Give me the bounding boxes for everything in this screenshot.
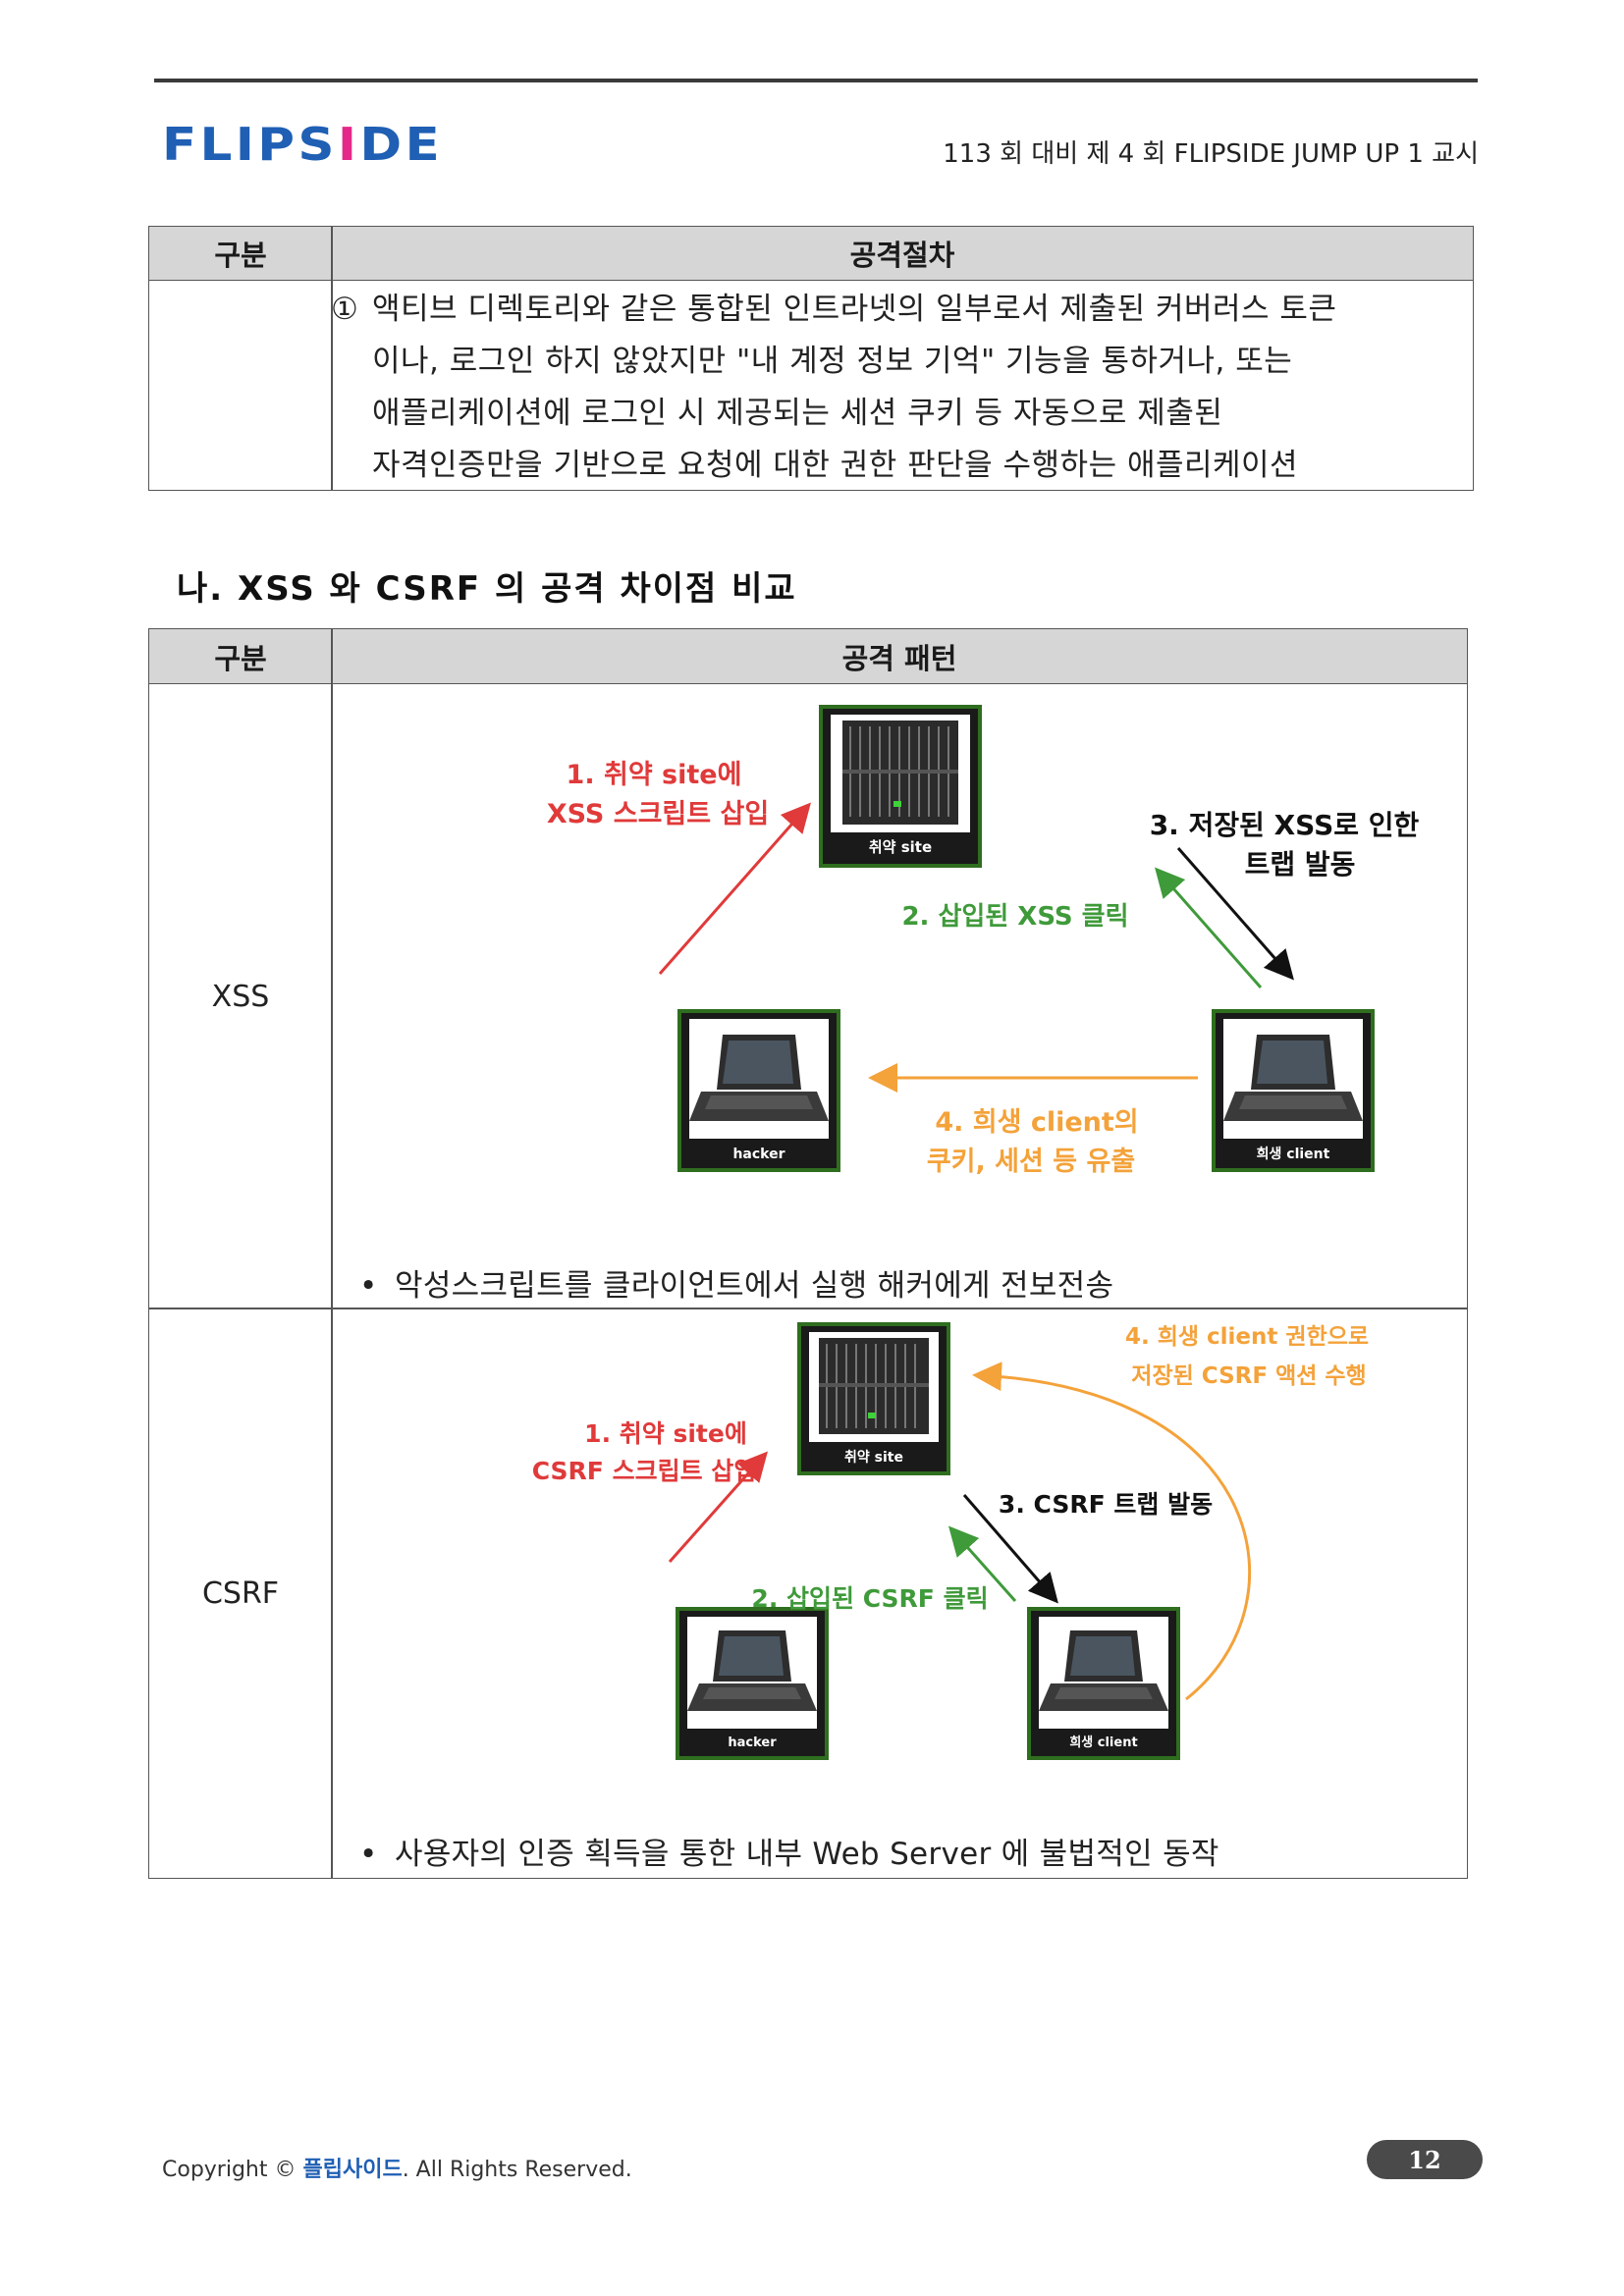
step3-label: 3. 저장된 XSS로 인한 xyxy=(1150,809,1420,841)
row-label-xss: XSS xyxy=(211,979,270,1014)
table-header-category: 구분 xyxy=(149,227,332,281)
copyright-notice: Copyright © 플립사이드. All Rights Reserved. xyxy=(162,2158,632,2182)
section-heading: 나. XSS 와 CSRF 의 공격 차이점 비교 xyxy=(177,569,797,609)
column-divider xyxy=(331,629,333,1878)
step4-label: 쿠키, 세션 등 유출 xyxy=(927,1147,1135,1177)
procedure-line: 이나, 로그인 하지 않았지만 "내 계정 정보 기억" 기능을 통하거나, 또… xyxy=(372,344,1293,379)
arrow-icon xyxy=(972,1362,1252,1701)
laptop-icon xyxy=(676,1607,829,1760)
table-header-category: 구분 xyxy=(149,629,332,684)
step2-label: 2. 삽입된 XSS 클릭 xyxy=(901,902,1128,932)
procedure-line: 애플리케이션에 로그인 시 제공되는 세션 쿠키 등 자동으로 제출된 xyxy=(372,396,1223,431)
step4-label: 저장된 CSRF 액션 수행 xyxy=(1131,1363,1366,1389)
column-divider xyxy=(331,227,333,490)
step4-label: 4. 희생 client의 xyxy=(935,1107,1138,1138)
page-number: 12 xyxy=(1367,2140,1483,2179)
step3-label: 트랩 발동 xyxy=(1245,848,1356,881)
step1-label: XSS 스크립트 삽입 xyxy=(547,799,769,829)
server-rack-icon xyxy=(819,705,982,868)
arrow-icon xyxy=(1155,867,1263,988)
item-marker: ① xyxy=(331,292,359,327)
arrow-icon xyxy=(962,1494,1058,1604)
table-header-procedure: 공격절차 xyxy=(332,227,1473,281)
table-header-pattern: 공격 패턴 xyxy=(332,629,1467,684)
step1-label: CSRF 스크립트 삽입 xyxy=(532,1457,757,1485)
arrow-icon xyxy=(658,802,811,975)
procedure-line: 자격인증만을 기반으로 요청에 대한 권한 판단을 수행하는 애플리케이션 xyxy=(372,448,1299,483)
attack-pattern-table: 구분 공격 패턴 XSS CSRF 취약 site xyxy=(148,628,1468,1879)
laptop-icon xyxy=(1027,1607,1180,1760)
row-label-csrf: CSRF xyxy=(201,1575,280,1611)
document-title: 113 회 대비 제 4 회 FLIPSIDE JUMP UP 1 교시 xyxy=(943,139,1479,169)
hacker-caption: hacker xyxy=(732,1147,785,1162)
csrf-attack-diagram: 취약 site hacker 희생 client 1. 취약 site에 CSR… xyxy=(532,1322,1369,1760)
step1-label: 1. 취약 site에 xyxy=(567,760,742,790)
step1-label: 1. 취약 site에 xyxy=(584,1419,747,1448)
arrow-icon xyxy=(948,1525,1017,1602)
xss-summary: •악성스크립트를 클라이언트에서 실행 해커에게 전보전송 xyxy=(359,1268,1114,1304)
server-rack-icon xyxy=(797,1322,950,1475)
brand-name: 플립사이드 xyxy=(302,2158,403,2182)
arrow-icon xyxy=(1176,847,1294,981)
hacker-caption: hacker xyxy=(728,1735,777,1750)
laptop-icon xyxy=(1212,1009,1375,1172)
top-rule xyxy=(154,79,1478,82)
csrf-summary: •사용자의 인증 획득을 통한 내부 Web Server 에 불법적인 동작 xyxy=(359,1837,1219,1872)
step4-label: 4. 희생 client 권한으로 xyxy=(1125,1324,1369,1350)
laptop-icon xyxy=(677,1009,840,1172)
client-caption: 희생 client xyxy=(1257,1147,1330,1162)
row-divider xyxy=(149,1308,1467,1309)
flipside-logo: FLIPSIDE xyxy=(162,118,444,171)
arrow-icon xyxy=(668,1451,768,1563)
client-caption: 희생 client xyxy=(1069,1735,1137,1750)
step3-label: 3. CSRF 트랩 발동 xyxy=(999,1490,1213,1519)
xss-attack-diagram: 취약 site hacker 희생 client 1. 취약 site에 xyxy=(547,705,1420,1177)
server-caption: 취약 site xyxy=(869,838,932,856)
step2-label: 2. 삽입된 CSRF 클릭 xyxy=(751,1584,988,1613)
server-caption: 취약 site xyxy=(844,1449,903,1466)
